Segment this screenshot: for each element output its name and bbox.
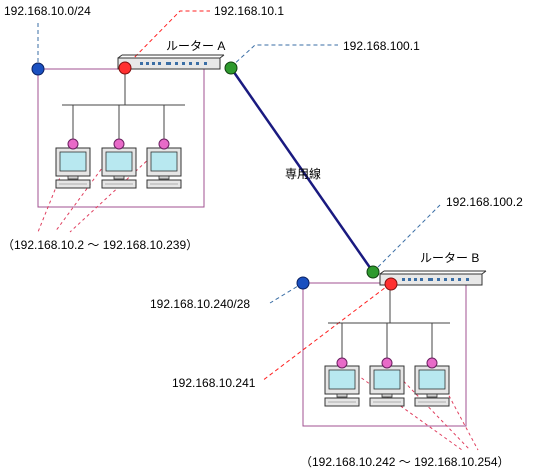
pc-b3 xyxy=(414,365,450,407)
router-b-wan-ip-label: 192.168.100.2 xyxy=(446,195,523,209)
pc-a2 xyxy=(101,147,137,189)
leased-line-link xyxy=(229,67,375,273)
router-b-lan-ip-leader xyxy=(261,283,391,382)
router-b-lan-ip-label: 192.168.10.241 xyxy=(172,376,256,390)
host-a1-nic xyxy=(67,138,79,150)
host-b2-nic xyxy=(381,357,393,369)
pc-b2 xyxy=(369,365,405,407)
router-a-lan-ip-leader xyxy=(124,10,210,68)
router-a-lan-ip-label: 192.168.10.1 xyxy=(214,4,284,18)
router-a-name-label: ルーター A xyxy=(166,39,225,53)
router-b-wan-ip-leader xyxy=(372,204,441,273)
router-b xyxy=(379,270,487,286)
router-b-wan-port xyxy=(366,265,380,279)
router-b-name-label: ルーター B xyxy=(420,251,479,265)
router-a-wan-ip-label: 192.168.100.1 xyxy=(343,39,420,53)
router-a xyxy=(117,54,225,70)
router-a-wan-port xyxy=(224,61,238,75)
host-a3-nic xyxy=(158,138,170,150)
host-a2-nic xyxy=(113,138,125,150)
router-a-lan-port xyxy=(118,61,132,75)
pc-b1 xyxy=(324,365,360,407)
leased-line-label: 専用線 xyxy=(285,166,321,181)
host-b3-leader xyxy=(431,363,479,451)
subnet-b-label: 192.168.10.240/28 xyxy=(150,297,250,311)
subnet-a-label: 192.168.10.0/24 xyxy=(4,4,91,18)
subnet-a-dot xyxy=(31,62,45,76)
subnet-b-dot xyxy=(296,276,310,290)
hosts-b-range-label: （192.168.10.242 〜 192.168.10.254） xyxy=(300,455,510,469)
router-b-lan-port xyxy=(384,277,398,291)
host-b1-leader xyxy=(341,363,463,451)
router-a-wan-ip-leader xyxy=(230,44,338,68)
hosts-a-range-label: （192.168.10.2 〜 192.168.10.239） xyxy=(2,238,198,252)
pc-a3 xyxy=(146,147,182,189)
host-b3-nic xyxy=(426,357,438,369)
host-b1-nic xyxy=(336,357,348,369)
pc-a1 xyxy=(55,147,91,189)
host-a1-leader xyxy=(37,144,74,233)
